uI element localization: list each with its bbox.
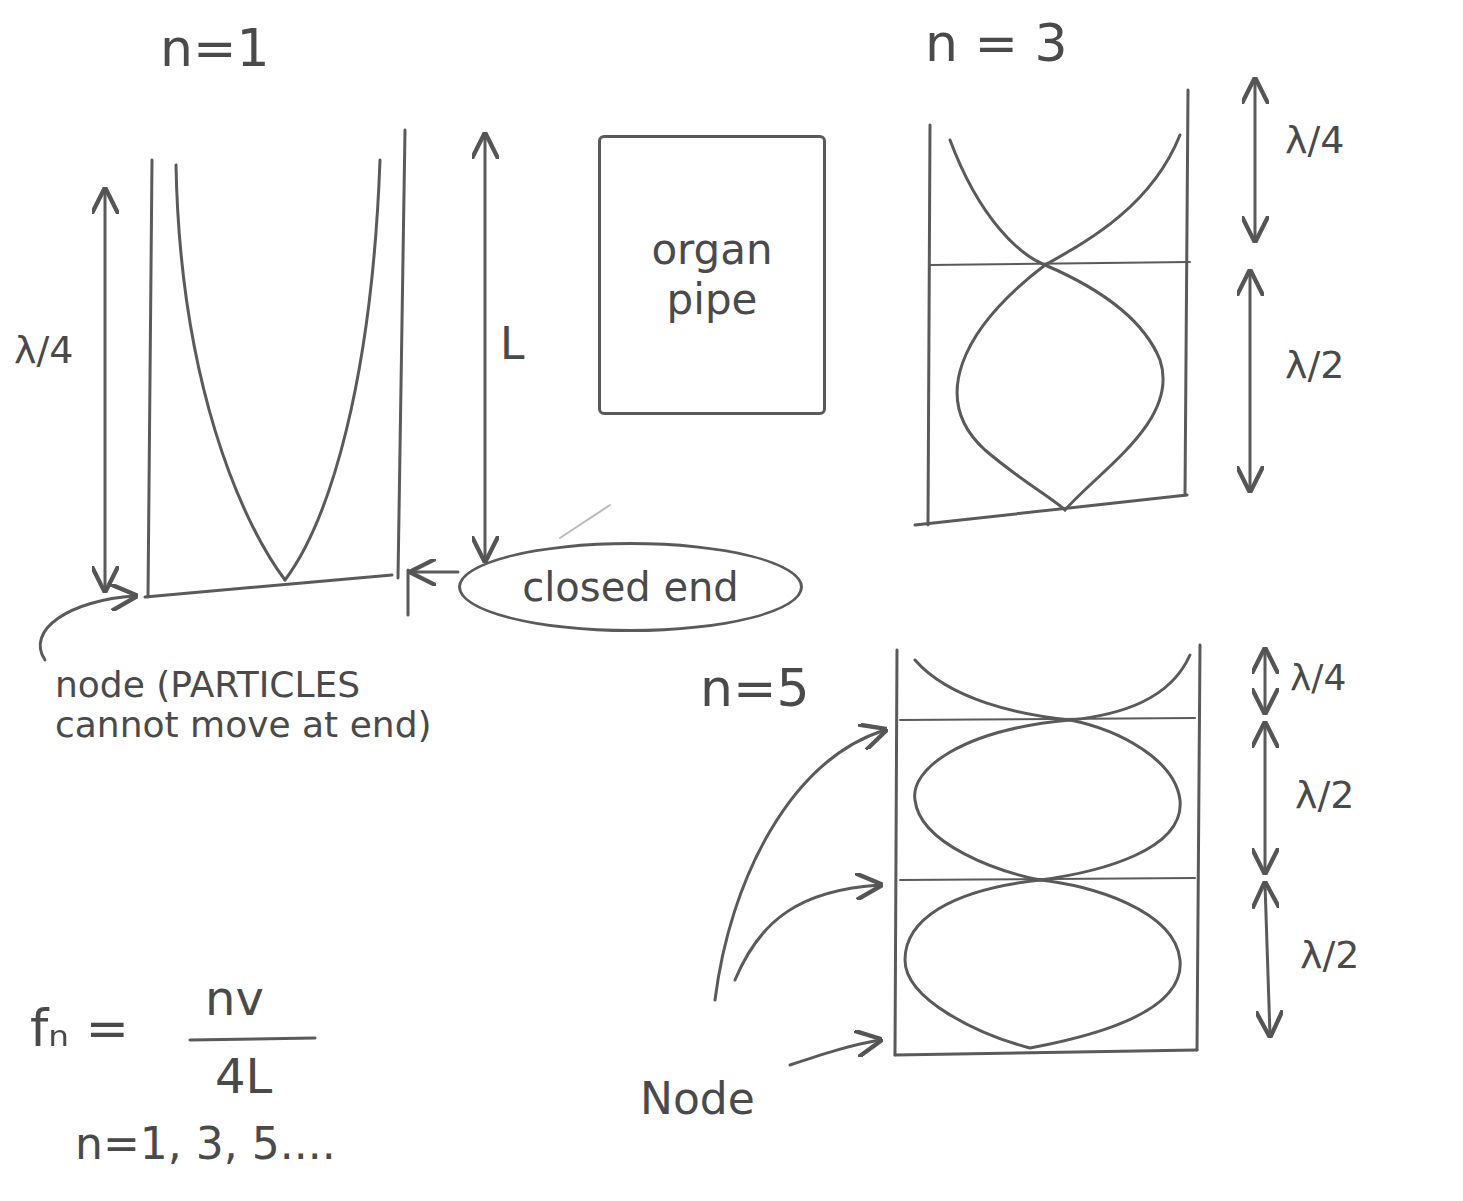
- length-label: L: [500, 320, 525, 368]
- formula-part: 4L: [215, 1050, 272, 1103]
- callout-oval: closed end: [458, 542, 803, 632]
- formula-part: nv: [205, 972, 264, 1025]
- dimension-label: λ/4: [1285, 120, 1344, 162]
- node-label: Node: [640, 1075, 755, 1123]
- box-text: closed end: [522, 563, 738, 611]
- pipe-mode-label: n = 3: [925, 15, 1068, 72]
- dimension-label: λ/4: [14, 330, 73, 372]
- title-box: organ pipe: [598, 135, 826, 415]
- box-text: organ pipe: [618, 225, 806, 326]
- note-label: node (PARTICLES cannot move at end): [55, 665, 485, 744]
- dimension-label: λ/2: [1285, 345, 1344, 387]
- pipe-mode-label: n=1: [160, 20, 270, 77]
- dimension-label: λ/4: [1290, 658, 1346, 698]
- formula-part: fₙ =: [30, 1000, 129, 1057]
- pipe-mode-label: n=5: [700, 660, 810, 717]
- dimension-label: λ/2: [1300, 935, 1359, 977]
- dimension-label: λ/2: [1295, 775, 1354, 817]
- series-label: n=1, 3, 5....: [75, 1120, 336, 1168]
